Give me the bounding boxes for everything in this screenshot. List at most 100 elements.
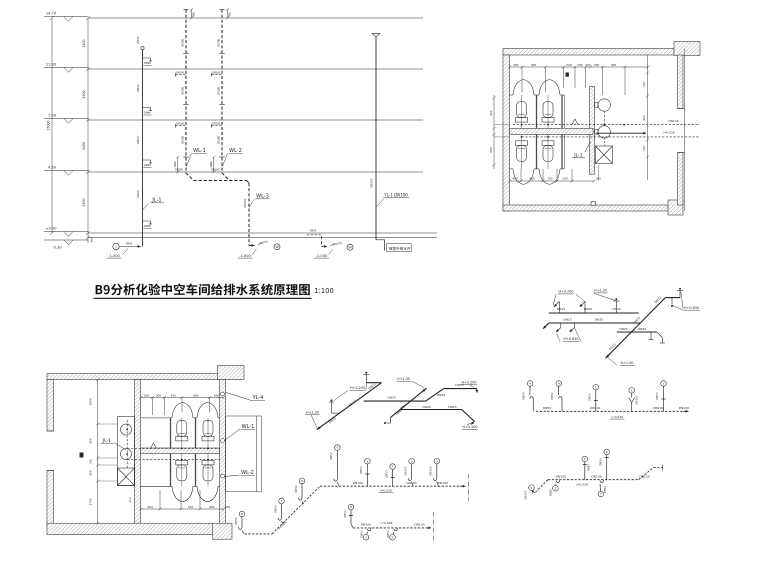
lavatory-fixtures: [594, 98, 613, 164]
text-label: DN100: [181, 135, 184, 144]
drainage-axon-right-2: [528, 448, 663, 498]
text-label: DN50: [234, 517, 238, 525]
height-mark: H+0.200: [558, 290, 573, 294]
text-label: DN15: [328, 416, 337, 424]
dim-value: 4500: [82, 198, 86, 206]
text-label: DN40: [144, 163, 152, 167]
dim-value: 200: [562, 177, 568, 181]
toilet-stalls: [140, 402, 220, 503]
fixture-tag: 3: [365, 535, 367, 539]
labels-layer: 14.7011.307.904.50±0.00-0.30150003400340…: [45, 12, 700, 539]
stall-door-arc: [171, 486, 194, 503]
rain-hopper-icon: [371, 33, 381, 38]
dim-value: 200: [585, 63, 591, 67]
text-label: DN40: [136, 84, 140, 92]
walls: [502, 41, 701, 216]
dim-value: 500: [156, 393, 162, 397]
text-label: DN100: [429, 466, 433, 475]
fixture-drop: [389, 463, 396, 487]
height-mark: H+1.00: [621, 361, 634, 365]
dim-value: 200: [594, 63, 600, 67]
dim-value: 500: [144, 393, 150, 397]
mop-pool: [595, 145, 613, 164]
dim-value: 500: [566, 63, 572, 67]
fixture-drop: [364, 458, 371, 487]
fixture-drop: [298, 477, 306, 505]
tag-letter: J: [115, 245, 117, 249]
fixture-tag: 2: [584, 457, 586, 461]
leader-line: [225, 392, 252, 401]
fixture-tag: 3: [392, 535, 394, 539]
text-label: DN50: [543, 406, 551, 410]
pipes: [113, 392, 252, 477]
level-value: 11.30: [46, 63, 57, 67]
cleanout-dims: [176, 155, 216, 174]
text-label: DN50: [603, 486, 607, 494]
fixture-stub-up: [603, 448, 610, 480]
stall-door-arc: [512, 168, 535, 185]
text-label: DN32: [653, 295, 662, 304]
invert-level: -1.000: [108, 254, 120, 258]
dim-value: 15000: [47, 120, 51, 130]
level-symbol: [44, 118, 88, 124]
fixture-drop: [277, 497, 285, 525]
text-label: 1000: [210, 161, 213, 168]
fixture-tag: 8: [241, 512, 243, 516]
riser-tag: WL-3: [256, 194, 269, 200]
title-glyphs: [95, 283, 310, 296]
riser-JL-1: [112, 46, 152, 255]
dimension-lines: [49, 15, 91, 243]
text-label: DN100: [653, 406, 663, 410]
cleanout-symbol: [571, 118, 579, 125]
text-label: 800: [228, 12, 231, 17]
text-label: DN100: [406, 481, 416, 485]
text-label: DN15: [608, 342, 617, 351]
walls: [46, 365, 262, 540]
riser-tag: YL-4: [252, 395, 264, 401]
tag-letter: W: [275, 245, 279, 249]
dim-value: 700: [547, 177, 553, 181]
water-supply-axon-2: [310, 371, 479, 431]
fixture-trap-below: [552, 479, 560, 492]
drawing-title: B9分析化验中空车间给排水系统原理图: [93, 283, 312, 299]
height-mark: H+0.200: [350, 386, 365, 390]
riser-tag: JL-1: [151, 198, 161, 204]
water-supply-axon-1: [542, 287, 684, 366]
riser-WL-2-pos: [220, 473, 225, 479]
basin: [597, 125, 611, 139]
fixture-trap-below: [389, 527, 398, 541]
fixture-drop: [528, 484, 538, 494]
riser-tag: YL-1 DN100: [383, 192, 408, 197]
text-label: DN100: [176, 123, 185, 126]
text-label: DN100: [217, 86, 220, 95]
stall-door-arc: [171, 402, 194, 418]
dim-value: 300: [128, 497, 132, 502]
vent-dims: [189, 7, 230, 20]
stall-door-arc: [196, 486, 219, 503]
drawing-scale: 1:100: [314, 287, 334, 295]
capped-stub: [384, 417, 391, 424]
cleanout-ticks: [183, 53, 225, 158]
text-label: DN25: [387, 396, 395, 400]
text-label: DN15: [557, 307, 565, 311]
text-label: DN40: [144, 224, 152, 228]
text-label: DN25: [619, 327, 627, 331]
text-label: DN20: [612, 307, 620, 311]
leader-lines: [556, 291, 684, 366]
wc-fixture: [201, 417, 215, 448]
wall-pier: [217, 365, 245, 380]
text-label: DN25: [367, 382, 376, 390]
text-label: DN50: [126, 242, 133, 245]
leader-line: [584, 141, 591, 153]
fixture-drop: [333, 444, 341, 487]
text-label: DN15: [399, 402, 408, 410]
dim-value: 450: [512, 177, 518, 181]
text-label: DN100: [212, 123, 221, 126]
text-label: i=0.026: [611, 415, 623, 419]
dim-value: 750: [642, 82, 646, 88]
text-label: DN100: [414, 522, 424, 526]
basin: [120, 448, 132, 460]
dim-value: 300: [596, 177, 601, 181]
text-label: DN20: [595, 318, 603, 322]
text-label: DN50: [359, 466, 363, 474]
